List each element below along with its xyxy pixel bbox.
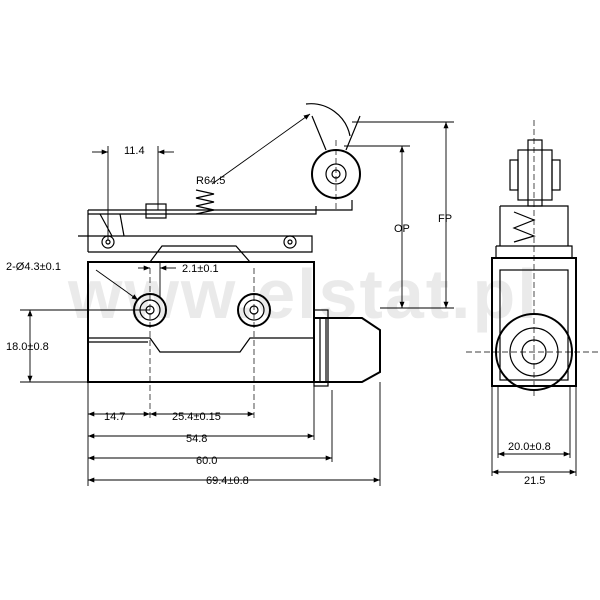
lever-arm xyxy=(88,200,353,211)
front-view xyxy=(78,103,381,420)
dim-11-4: 11.4 xyxy=(124,145,145,157)
dim-2-1: 2.1±0.1 xyxy=(182,263,219,275)
dim-60: 60.0 xyxy=(196,455,217,467)
side-view xyxy=(466,120,600,396)
dim-18: 18.0±0.8 xyxy=(6,341,49,353)
spring xyxy=(195,189,215,215)
dim-holes: 2-Ø4.3±0.1 xyxy=(6,261,61,273)
dim-r64-5: R64.5 xyxy=(196,175,225,187)
dim-op: OP xyxy=(394,223,410,235)
dim-69-4: 69.4±0.8 xyxy=(206,475,249,487)
dim-54-8: 54.8 xyxy=(186,433,207,445)
plunger xyxy=(314,317,381,383)
dim-14-7: 14.7 xyxy=(104,411,125,423)
dim-21-5: 21.5 xyxy=(524,475,545,487)
dimension-lines xyxy=(20,113,577,486)
dim-20: 20.0±0.8 xyxy=(508,441,551,453)
dim-fp: FP xyxy=(438,213,452,225)
dim-25-4: 25.4±0.15 xyxy=(172,411,221,423)
